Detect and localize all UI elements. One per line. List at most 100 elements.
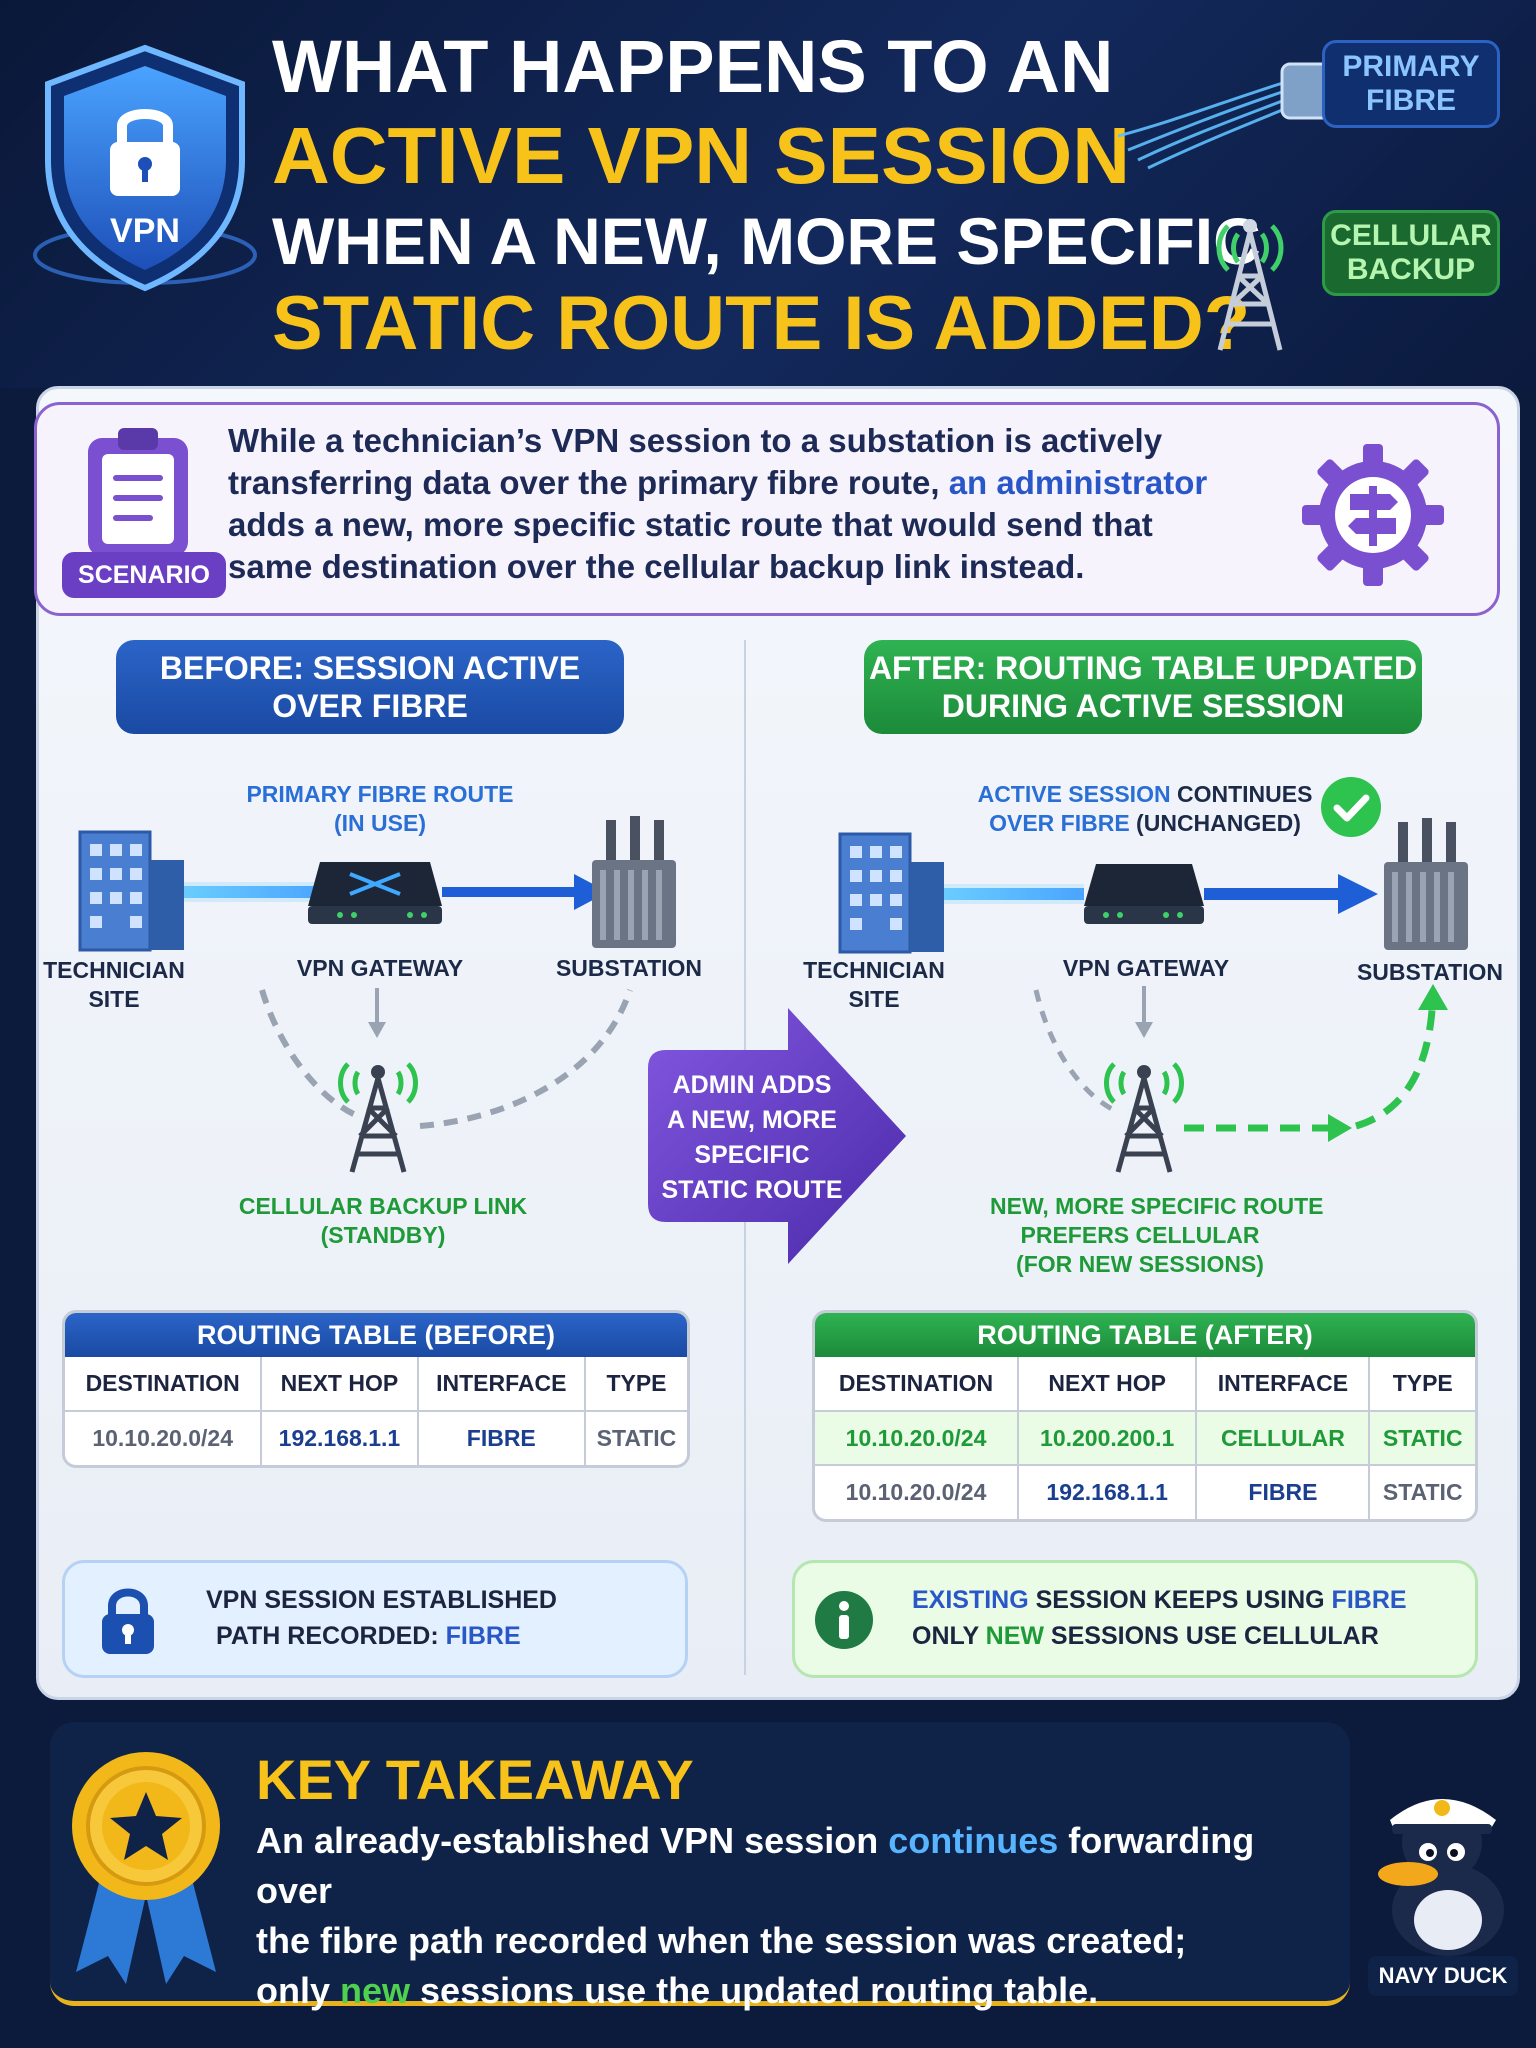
key-takeaway-title: KEY TAKEAWAY <box>256 1748 694 1811</box>
before-cell-line-2: (STANDBY) <box>320 1222 446 1248</box>
after-route-active-session: ACTIVE SESSION <box>977 781 1171 807</box>
before-substation-label: SUBSTATION <box>555 955 703 981</box>
cell-tower-icon <box>1216 219 1284 351</box>
header-banner <box>0 0 1536 388</box>
fibre-cable-icon <box>1118 62 1336 170</box>
routing-table-before-title: ROUTING TABLE (BEFORE) <box>65 1313 687 1357</box>
table-cell: 192.168.1.1 <box>261 1410 419 1465</box>
route-sign-gear-icon <box>1302 444 1444 586</box>
title-line-3: WHEN A NEW, MORE SPECIFIC <box>272 204 1261 278</box>
after-note-keeps-using: SESSION KEEPS USING <box>1028 1586 1332 1614</box>
before-topology-diagram <box>78 816 676 1173</box>
navy-duck-mascot-icon <box>1378 1799 1504 1956</box>
info-icon <box>815 1591 873 1649</box>
column-header: INTERFACE <box>1196 1357 1371 1412</box>
check-circle-icon <box>1321 777 1381 837</box>
scenario-box <box>34 402 1500 616</box>
table-row: 10.10.20.0/24 10.200.200.1 CELLULAR STAT… <box>815 1410 1475 1465</box>
before-vpn-gateway-icon <box>308 862 442 924</box>
center-arrow-shape <box>648 1008 906 1264</box>
scenario-badge: SCENARIO <box>62 552 226 598</box>
after-note-only: ONLY <box>912 1622 986 1650</box>
table-cell: FIBRE <box>1196 1464 1371 1519</box>
after-substation-label: SUBSTATION <box>1356 959 1504 985</box>
routing-table-after-title: ROUTING TABLE (AFTER) <box>815 1313 1475 1357</box>
after-substation-icon <box>1384 818 1468 950</box>
after-route-label-line-2: OVER FIBRE (UNCHANGED) <box>960 809 1330 838</box>
scenario-text-highlight: an administrator <box>948 464 1208 501</box>
before-note-text: VPN SESSION ESTABLISHED PATH RECORDED: F… <box>206 1582 666 1654</box>
before-cell-line-1: CELLULAR BACKUP LINK <box>238 1193 528 1219</box>
before-tech-line-1: TECHNICIAN <box>43 957 185 983</box>
after-note-new: NEW <box>985 1622 1044 1650</box>
after-note-box <box>792 1560 1478 1678</box>
after-note-text: EXISTING SESSION KEEPS USING FIBRE ONLY … <box>912 1582 1472 1654</box>
before-technician-site-label: TECHNICIAN SITE <box>30 956 198 1014</box>
column-header: NEXT HOP <box>1018 1357 1198 1412</box>
table-row: 10.10.20.0/24 192.168.1.1 FIBRE STATIC <box>65 1410 687 1465</box>
column-header: DESTINATION <box>65 1357 263 1412</box>
mascot-label: NAVY DUCK <box>1368 1956 1518 1996</box>
after-title-line-2: DURING ACTIVE SESSION <box>941 688 1345 724</box>
before-vpn-gateway-label: VPN GATEWAY <box>296 955 464 981</box>
tag-cellular-line-1: CELLULAR <box>1330 219 1492 252</box>
after-title-line-1: AFTER: ROUTING TABLE UPDATED <box>868 650 1418 686</box>
before-route-label-line-2: (IN USE) <box>334 810 426 836</box>
center-arrow-line-1: ADMIN ADDS <box>672 1071 832 1099</box>
column-header: INTERFACE <box>417 1357 586 1412</box>
lock-icon <box>102 1588 154 1654</box>
scenario-text: While a technician’s VPN session to a su… <box>228 420 1238 588</box>
after-cell-tower-icon <box>1104 1062 1184 1173</box>
kt-line1-c: forwarding over <box>256 1820 1255 1911</box>
key-takeaway-box <box>50 1722 1350 2006</box>
key-takeaway-line-3: only new sessions use the updated routin… <box>256 1966 1336 2016</box>
before-route-label-line-1: PRIMARY FIBRE ROUTE <box>246 781 514 807</box>
after-cell-line-1: NEW, MORE SPECIFIC ROUTE <box>990 1193 1324 1219</box>
title-line-4: STATIC ROUTE IS ADDED? <box>272 281 1251 366</box>
after-route-label: ACTIVE SESSION CONTINUES OVER FIBRE (UNC… <box>960 780 1330 838</box>
before-cellular-label: CELLULAR BACKUP LINK (STANDBY) <box>238 1192 528 1250</box>
after-cell-line-2: PREFERS CELLULAR <box>1020 1222 1260 1248</box>
table-header-row: DESTINATION NEXT HOP INTERFACE TYPE <box>815 1357 1475 1412</box>
award-badge-icon <box>72 1752 220 1984</box>
after-route-over-fibre: OVER FIBRE <box>989 810 1130 836</box>
before-note-value: FIBRE <box>445 1622 521 1650</box>
routing-table-after: ROUTING TABLE (AFTER) DESTINATION NEXT H… <box>812 1310 1478 1522</box>
before-note-line-1: VPN SESSION ESTABLISHED <box>206 1586 557 1614</box>
after-vpn-gateway-label: VPN GATEWAY <box>1062 955 1230 981</box>
kt-line1-a: An already-established VPN session <box>256 1820 889 1861</box>
table-cell: 10.10.20.0/24 <box>815 1464 1020 1519</box>
after-cell-line-3: (FOR NEW SESSIONS) <box>1016 1251 1264 1277</box>
table-cell: 10.10.20.0/24 <box>65 1410 263 1465</box>
before-title-line-2: OVER FIBRE <box>272 688 468 724</box>
table-cell: STATIC <box>584 1410 687 1465</box>
tag-primary-line-1: PRIMARY <box>1342 50 1480 83</box>
scenario-text-part-1: While a technician’s VPN session to a su… <box>228 422 1163 501</box>
before-title-line-1: BEFORE: SESSION ACTIVE <box>159 650 581 686</box>
clipboard-icon <box>88 428 188 556</box>
table-cell: STATIC <box>1369 1464 1475 1519</box>
after-tech-line-1: TECHNICIAN <box>803 957 945 983</box>
table-cell: CELLULAR <box>1196 1410 1371 1465</box>
table-row: 10.10.20.0/24 192.168.1.1 FIBRE STATIC <box>815 1464 1475 1519</box>
tag-cellular-line-2: BACKUP <box>1346 253 1476 286</box>
title-line-2: ACTIVE VPN SESSION <box>272 111 1130 200</box>
before-title-pill: BEFORE: SESSION ACTIVE OVER FIBRE <box>116 640 624 734</box>
scenario-text-part-2: adds a new, more specific static route t… <box>228 506 1153 585</box>
tag-primary-fibre: PRIMARY FIBRE <box>1322 40 1500 128</box>
kt-line3-c: sessions use the updated routing table. <box>410 1970 1099 2011</box>
after-title-pill: AFTER: ROUTING TABLE UPDATED DURING ACTI… <box>864 640 1422 734</box>
key-takeaway-line-2: the fibre path recorded when the session… <box>256 1920 1187 1961</box>
table-cell: 10.200.200.1 <box>1018 1410 1198 1465</box>
kt-line1-continues: continues <box>888 1820 1059 1861</box>
table-cell: 192.168.1.1 <box>1018 1464 1198 1519</box>
column-header: DESTINATION <box>815 1357 1020 1412</box>
before-tech-line-2: SITE <box>88 986 140 1012</box>
center-arrow-line-3: SPECIFIC <box>694 1141 810 1169</box>
before-note-box <box>62 1560 688 1678</box>
routing-table-before: ROUTING TABLE (BEFORE) DESTINATION NEXT … <box>62 1310 690 1468</box>
after-technician-building-icon <box>838 832 944 954</box>
center-arrow-line-4: STATIC ROUTE <box>661 1176 843 1204</box>
after-cellular-label: NEW, MORE SPECIFIC ROUTE PREFERS CELLULA… <box>990 1192 1324 1279</box>
before-substation-icon <box>592 816 676 948</box>
